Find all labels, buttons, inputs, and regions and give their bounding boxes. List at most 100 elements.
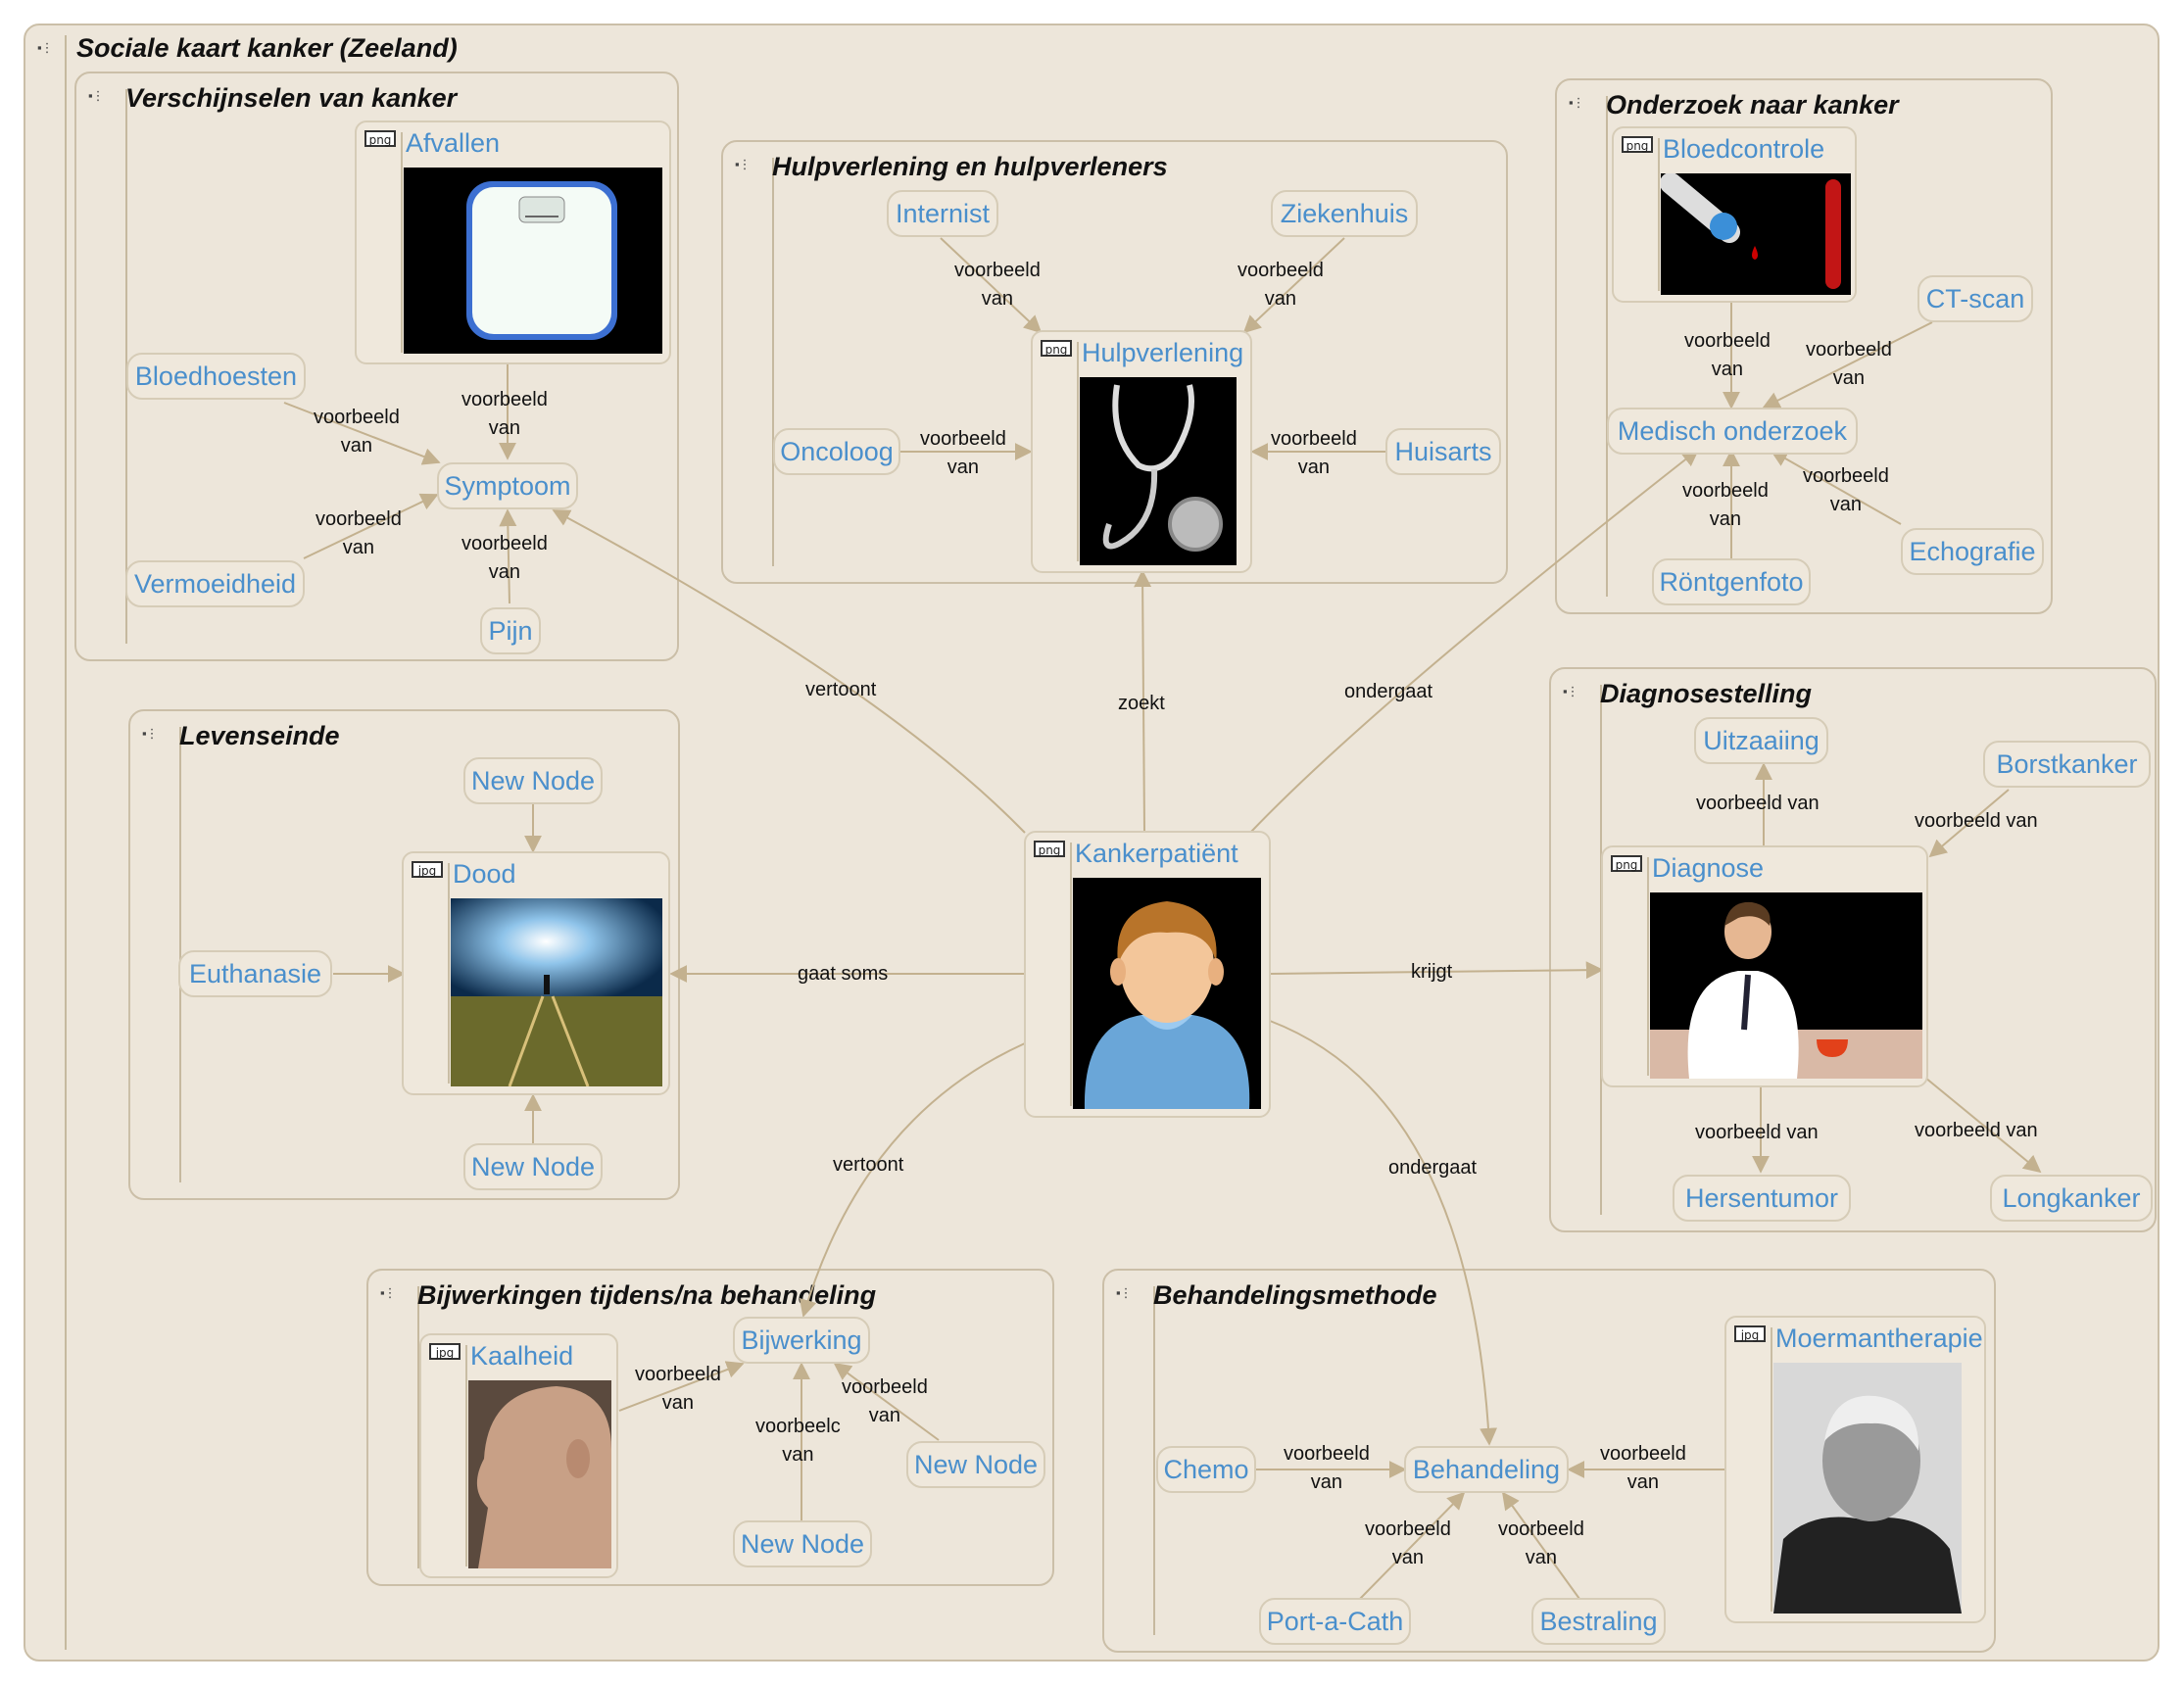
node-new-node-bottom[interactable]: New Node — [463, 1143, 603, 1190]
link-label-voorbeeld-van: voorbeeld van — [1915, 1120, 2038, 1141]
link-label-zoekt: zoekt — [1118, 693, 1165, 714]
node-bijwerking[interactable]: Bijwerking — [733, 1317, 870, 1364]
label-line-1: voorbeeld — [1284, 1443, 1370, 1465]
node-diagnose[interactable]: png Diagnose — [1601, 845, 1928, 1087]
collapse-icon[interactable]: ▪⋮ — [142, 726, 159, 741]
node-pijn[interactable]: Pijn — [480, 607, 541, 654]
collapse-icon[interactable]: ▪⋮ — [735, 157, 752, 171]
node-longkanker[interactable]: Longkanker — [1990, 1175, 2153, 1222]
node-ziekenhuis[interactable]: Ziekenhuis — [1271, 190, 1418, 237]
node-oncoloog[interactable]: Oncoloog — [773, 428, 900, 475]
node-huisarts[interactable]: Huisarts — [1385, 428, 1501, 475]
jpg-file-icon: jpg — [412, 861, 443, 878]
node-borstkanker[interactable]: Borstkanker — [1983, 741, 2151, 788]
node-new-node-right[interactable]: New Node — [906, 1441, 1045, 1488]
group-title: Diagnosestelling — [1600, 679, 1813, 708]
link-label-krijgt: krijgt — [1411, 961, 1453, 983]
link-label-vertoont: vertoont — [833, 1154, 904, 1176]
label-line-2: van — [782, 1444, 814, 1466]
node-moermantherapie[interactable]: jpg Moermantherapie — [1724, 1316, 1986, 1623]
link-label-voorbeeld-van: voorbeeld van — [1915, 810, 2038, 832]
node-vermoeidheid[interactable]: Vermoeidheid — [125, 560, 305, 607]
group-title: Levenseinde — [179, 721, 340, 750]
node-port-a-cath[interactable]: Port-a-Cath — [1259, 1598, 1411, 1645]
png-file-icon: png — [1041, 340, 1072, 357]
collapse-icon[interactable]: ▪⋮ — [88, 88, 105, 103]
label-line-1: voorbeeld — [1365, 1518, 1451, 1540]
node-label: Moermantherapie — [1775, 1324, 1983, 1353]
label-line-2: van — [1711, 359, 1744, 380]
label-line-2: van — [1709, 508, 1742, 530]
node-bloedhoesten[interactable]: Bloedhoesten — [126, 353, 306, 400]
label-line-2: van — [1626, 1471, 1660, 1493]
group-title: Onderzoek naar kanker — [1606, 90, 1899, 120]
group-title: Bijwerkingen tijdens/na behandeling — [417, 1280, 877, 1310]
label-line-2: van — [488, 561, 521, 583]
label-line-1: voorbeeld — [920, 428, 1006, 450]
node-new-node-below[interactable]: New Node — [733, 1520, 872, 1567]
doctor-at-desk-image — [1650, 892, 1922, 1079]
collapse-icon[interactable]: ▪⋮ — [37, 40, 54, 55]
label-line-2: van — [1297, 457, 1331, 478]
node-rontgenfoto[interactable]: Röntgenfoto — [1652, 558, 1811, 605]
label-line-2: van — [1525, 1547, 1558, 1568]
node-kaalheid[interactable]: jpg Kaalheid — [419, 1333, 618, 1578]
png-file-icon: png — [1611, 855, 1642, 872]
node-ct-scan[interactable]: CT-scan — [1917, 275, 2033, 322]
node-hersentumor[interactable]: Hersentumor — [1673, 1175, 1851, 1222]
node-symptoom[interactable]: Symptoom — [437, 462, 578, 509]
link-label-voorbeeld-van: voorbeeld van — [1365, 1516, 1451, 1572]
node-label: Kankerpatiënt — [1075, 839, 1238, 868]
node-afvallen[interactable]: png Afvallen — [355, 120, 671, 364]
node-medisch-onderzoek[interactable]: Medisch onderzoek — [1607, 408, 1858, 455]
node-hulpverlening[interactable]: png Hulpverlening — [1031, 330, 1252, 573]
node-uitzaaiing[interactable]: Uitzaaiing — [1694, 717, 1828, 764]
node-dood[interactable]: jpg Dood — [402, 851, 670, 1095]
collapse-icon[interactable]: ▪⋮ — [1569, 95, 1585, 110]
node-internist[interactable]: Internist — [887, 190, 998, 237]
png-file-icon: png — [364, 130, 396, 147]
label-line-2: van — [868, 1405, 901, 1426]
node-bestraling[interactable]: Bestraling — [1531, 1598, 1666, 1645]
node-euthanasie[interactable]: Euthanasie — [178, 950, 332, 997]
jpg-file-icon: jpg — [429, 1343, 461, 1360]
node-bloedcontrole[interactable]: png Bloedcontrole — [1612, 126, 1857, 303]
link-label-ondergaat: ondergaat — [1344, 681, 1433, 702]
node-chemo[interactable]: Chemo — [1156, 1446, 1256, 1493]
label-line-1: voorbeelc — [755, 1416, 841, 1437]
collapse-icon[interactable]: ▪⋮ — [1563, 684, 1579, 698]
label-line-1: voorbeeld — [314, 407, 400, 428]
node-behandeling[interactable]: Behandeling — [1404, 1446, 1569, 1493]
node-new-node-top[interactable]: New Node — [463, 757, 603, 804]
label-line-1: voorbeeld — [1803, 465, 1889, 487]
group-title: Hulpverlening en hulpverleners — [772, 152, 1168, 181]
collapse-icon[interactable]: ▪⋮ — [1116, 1285, 1133, 1300]
label-line-1: voorbeeld — [1684, 330, 1771, 352]
node-label: Dood — [453, 859, 516, 889]
png-file-icon: png — [1622, 136, 1653, 153]
node-label: Kaalheid — [470, 1341, 574, 1371]
png-file-icon: png — [1034, 841, 1065, 857]
label-line-2: van — [1832, 367, 1866, 389]
label-line-2: van — [1391, 1547, 1425, 1568]
collapse-icon[interactable]: ▪⋮ — [380, 1285, 397, 1300]
label-line-2: van — [661, 1392, 695, 1414]
group-title: Behandelingsmethode — [1153, 1280, 1437, 1310]
label-line-1: voorbeeld — [635, 1364, 721, 1385]
label-line-1: voorbeeld — [1498, 1518, 1584, 1540]
node-echografie[interactable]: Echografie — [1901, 528, 2044, 575]
link-label-ondergaat: ondergaat — [1388, 1157, 1478, 1179]
link-label-vertoont: vertoont — [805, 679, 877, 700]
node-kankerpatient[interactable]: png Kankerpatiënt — [1024, 831, 1271, 1118]
label-line-1: voorbeeld — [461, 389, 548, 410]
label-line-1: voorbeeld — [1600, 1443, 1686, 1465]
